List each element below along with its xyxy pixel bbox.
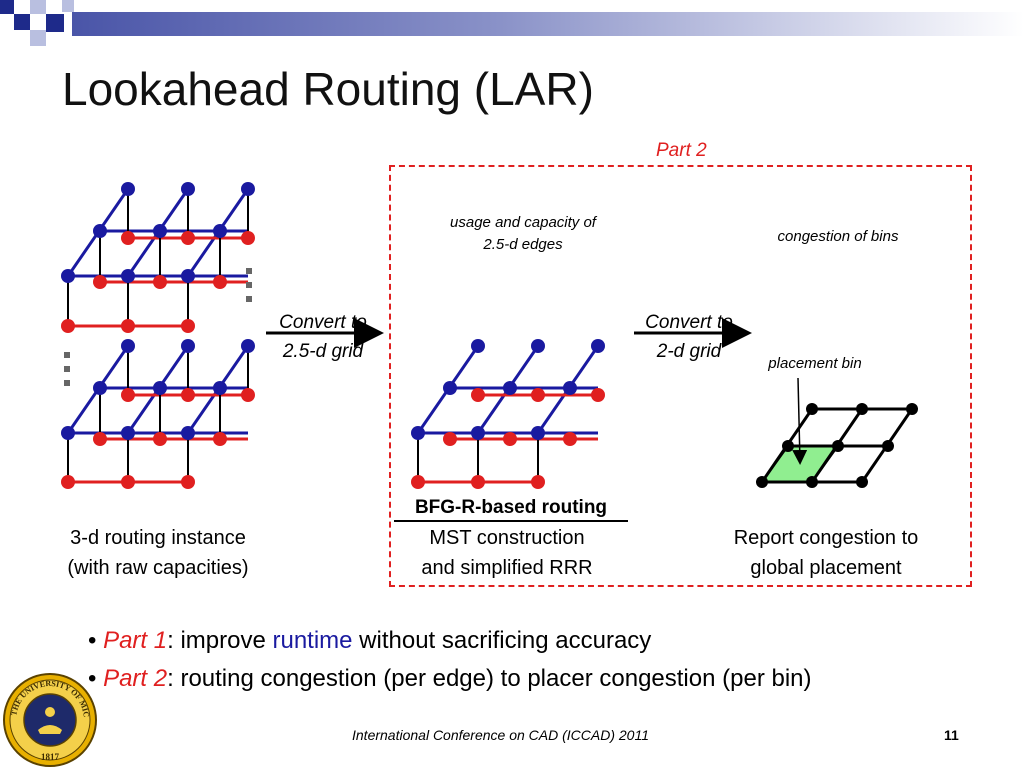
bullet-part2-text1: routing congestion (per edge) to placer … bbox=[173, 665, 812, 692]
bullet-part1-colon: : bbox=[167, 627, 174, 654]
placement-bin-label: placement bin bbox=[768, 355, 862, 372]
bullet-part1-text2: without sacrificing accuracy bbox=[352, 627, 652, 654]
usage-capacity-note: usage and capacity of 2.5-d edges bbox=[412, 212, 634, 256]
bullet-part1: • Part 1: improve runtime without sacrif… bbox=[88, 622, 812, 660]
footer-conference: International Conference on CAD (ICCAD) … bbox=[352, 727, 650, 743]
placement-bin-pointer bbox=[792, 377, 808, 465]
caption-left-line1: 3-d routing instance bbox=[70, 527, 246, 549]
part2-dashed-box bbox=[389, 165, 972, 587]
corner-decoration bbox=[0, 0, 1024, 60]
caption-report-congestion: Report congestion to global placement bbox=[700, 523, 952, 583]
deco-square bbox=[30, 0, 46, 14]
caption-left-line2: (with raw capacities) bbox=[67, 557, 249, 579]
deco-square bbox=[62, 0, 74, 12]
bullet-part1-prefix: Part 1 bbox=[103, 627, 168, 654]
slide-title: Lookahead Routing (LAR) bbox=[62, 63, 594, 115]
deco-square bbox=[30, 30, 46, 46]
bullet-marker: • bbox=[88, 665, 97, 692]
bin-grid-2d bbox=[756, 403, 918, 488]
usage-note-line1: usage and capacity of bbox=[450, 214, 596, 231]
seal-year: 1817 bbox=[41, 752, 60, 762]
page-number: 11 bbox=[944, 727, 959, 743]
part2-label: Part 2 bbox=[656, 140, 707, 161]
caption-mst: MST construction and simplified RRR bbox=[392, 523, 622, 583]
grid-3d-upper bbox=[61, 182, 255, 333]
grid-25d bbox=[411, 339, 605, 489]
deco-square bbox=[0, 0, 14, 14]
ellipsis-dots bbox=[64, 268, 252, 386]
bullet-part2: • Part 2: routing congestion (per edge) … bbox=[88, 660, 812, 698]
bullet-marker: • bbox=[88, 627, 97, 654]
deco-square bbox=[14, 14, 30, 30]
caption-mid-line1: MST construction bbox=[429, 527, 585, 549]
deco-square bbox=[46, 14, 64, 32]
arrow1-label-line1: Convert to bbox=[279, 312, 367, 333]
university-seal-logo: THE UNIVERSITY OF MICHIGAN 1817 bbox=[2, 672, 97, 767]
arrow2-label-line1: Convert to bbox=[645, 312, 733, 333]
bullet-part2-prefix: Part 2 bbox=[103, 665, 168, 692]
arrow2-label: Convert to 2-d grid bbox=[628, 308, 750, 366]
bullet-part2-colon: : bbox=[167, 665, 174, 692]
arrow2-label-line2: 2-d grid bbox=[656, 341, 722, 362]
caption-right-line2: global placement bbox=[750, 557, 902, 579]
arrow1-label-line2: 2.5-d grid bbox=[282, 341, 364, 362]
bullet-list: • Part 1: improve runtime without sacrif… bbox=[88, 622, 812, 698]
arrow1-label: Convert to 2.5-d grid bbox=[262, 308, 384, 366]
caption-3d-routing: 3-d routing instance (with raw capacitie… bbox=[30, 523, 286, 583]
caption-mid-line2: and simplified RRR bbox=[421, 557, 593, 579]
bfg-routing-label: BFG-R-based routing bbox=[414, 497, 608, 518]
grid-3d-lower bbox=[61, 339, 255, 489]
usage-note-line2: 2.5-d edges bbox=[483, 236, 563, 253]
bullet-part1-runtime: runtime bbox=[272, 627, 353, 654]
title-bar-gradient bbox=[72, 12, 1024, 36]
congestion-of-bins-note: congestion of bins bbox=[777, 228, 899, 245]
caption-right-line1: Report congestion to bbox=[733, 527, 919, 549]
bullet-part1-text1: improve bbox=[173, 627, 273, 654]
